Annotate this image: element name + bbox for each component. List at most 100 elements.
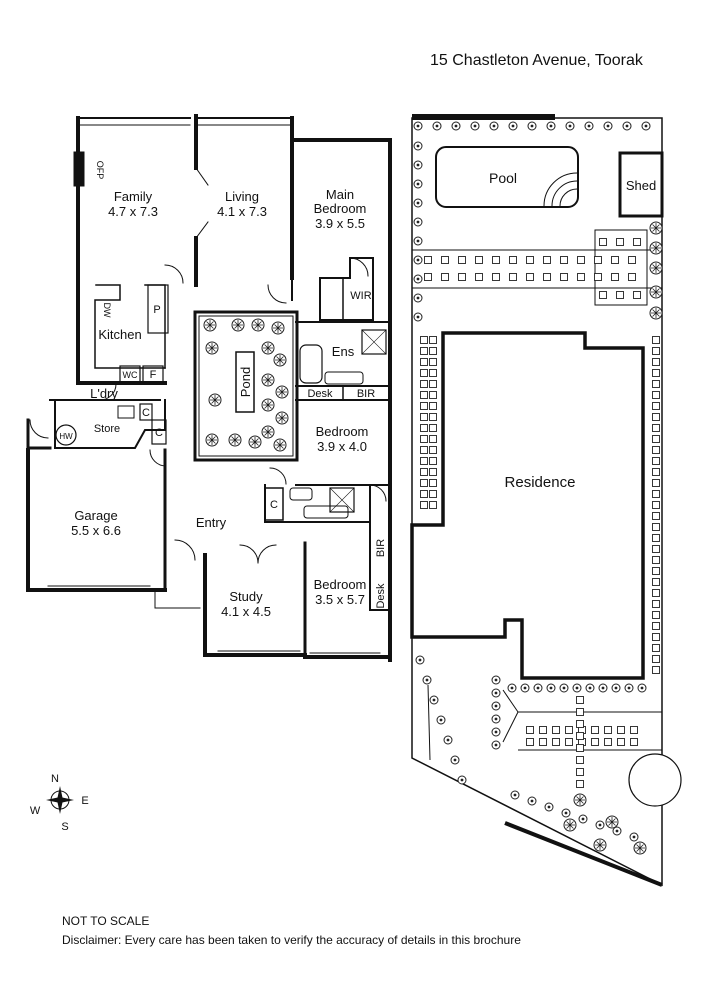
paver xyxy=(565,738,573,746)
hedge-shrub xyxy=(527,121,537,131)
paver xyxy=(420,424,428,432)
paver xyxy=(633,238,641,246)
paver xyxy=(420,347,428,355)
pantry-label: P xyxy=(153,304,160,316)
paver xyxy=(652,358,660,366)
hedge-shrub xyxy=(429,695,439,705)
paver xyxy=(652,446,660,454)
disclaimer: Disclaimer: Every care has been taken to… xyxy=(62,933,521,947)
garden-tree xyxy=(563,818,577,832)
paver xyxy=(594,256,602,264)
paver xyxy=(652,578,660,586)
wc-label: WC xyxy=(123,370,138,380)
dishwasher-label: DW xyxy=(102,303,112,318)
kitchen-label: Kitchen xyxy=(98,327,141,342)
garden-tree xyxy=(649,285,663,299)
paver xyxy=(652,501,660,509)
paver xyxy=(420,336,428,344)
paver xyxy=(543,256,551,264)
paver xyxy=(628,256,636,264)
paver xyxy=(652,457,660,465)
paver xyxy=(576,780,584,788)
paver xyxy=(652,534,660,542)
paver xyxy=(652,468,660,476)
paver xyxy=(420,413,428,421)
paver xyxy=(441,256,449,264)
paver xyxy=(576,768,584,776)
paver xyxy=(552,738,560,746)
scale-note: NOT TO SCALE xyxy=(62,914,150,928)
paver xyxy=(652,556,660,564)
hedge-shrub xyxy=(413,217,423,227)
paver xyxy=(652,633,660,641)
paver xyxy=(576,696,584,704)
paver xyxy=(628,273,636,281)
hedge-shrub xyxy=(422,675,432,685)
paver xyxy=(617,738,625,746)
hedge-shrub xyxy=(413,236,423,246)
large-tree xyxy=(628,753,682,807)
paver xyxy=(604,726,612,734)
paver xyxy=(611,256,619,264)
paver xyxy=(543,273,551,281)
paver xyxy=(591,738,599,746)
paver xyxy=(420,479,428,487)
garage-label: Garage xyxy=(74,508,117,523)
paver xyxy=(616,238,624,246)
paver xyxy=(429,413,437,421)
paver xyxy=(652,589,660,597)
garden-tree xyxy=(573,793,587,807)
entry-label: Entry xyxy=(196,515,227,530)
paver xyxy=(420,490,428,498)
hedge-shrub xyxy=(561,808,571,818)
living-label: Living xyxy=(225,189,259,204)
paver xyxy=(492,256,500,264)
hedge-shrub xyxy=(451,121,461,131)
hedge-shrub xyxy=(450,755,460,765)
site-plan xyxy=(410,114,664,887)
paver xyxy=(652,644,660,652)
paver xyxy=(652,336,660,344)
hedge-shrub xyxy=(491,688,501,698)
pond-label: Pond xyxy=(238,367,253,397)
paver xyxy=(633,291,641,299)
laundry-label: L'dry xyxy=(90,386,118,401)
hedge-shrub xyxy=(413,121,423,131)
hedge-shrub xyxy=(578,814,588,824)
garden-tree xyxy=(605,815,619,829)
paver xyxy=(611,273,619,281)
paver xyxy=(652,435,660,443)
hedge-shrub xyxy=(598,683,608,693)
paver xyxy=(509,256,517,264)
study-label: Study xyxy=(229,589,263,604)
compass-east: E xyxy=(81,795,88,807)
living-size: 4.1 x 7.3 xyxy=(217,204,267,219)
bedroom3-label: Bedroom xyxy=(314,577,367,592)
bedroom2-label: Bedroom xyxy=(316,424,369,439)
paver xyxy=(576,720,584,728)
paver xyxy=(420,380,428,388)
paver xyxy=(552,726,560,734)
hedge-shrub xyxy=(491,714,501,724)
paver xyxy=(560,273,568,281)
hedge-shrub xyxy=(457,775,467,785)
paver xyxy=(458,256,466,264)
store-label: Store xyxy=(94,423,120,435)
hedge-shrub xyxy=(637,683,647,693)
paver xyxy=(429,479,437,487)
paver xyxy=(652,545,660,553)
garden-tree xyxy=(649,306,663,320)
paver xyxy=(652,490,660,498)
site-plantings xyxy=(413,121,682,855)
hedge-shrub xyxy=(629,832,639,842)
paver xyxy=(630,738,638,746)
garden-tree xyxy=(649,221,663,235)
paver xyxy=(509,273,517,281)
desk-label: Desk xyxy=(307,388,333,400)
hedge-shrub xyxy=(533,683,543,693)
paver xyxy=(652,369,660,377)
paver xyxy=(652,424,660,432)
paver xyxy=(652,523,660,531)
compass-north: N xyxy=(51,773,59,785)
